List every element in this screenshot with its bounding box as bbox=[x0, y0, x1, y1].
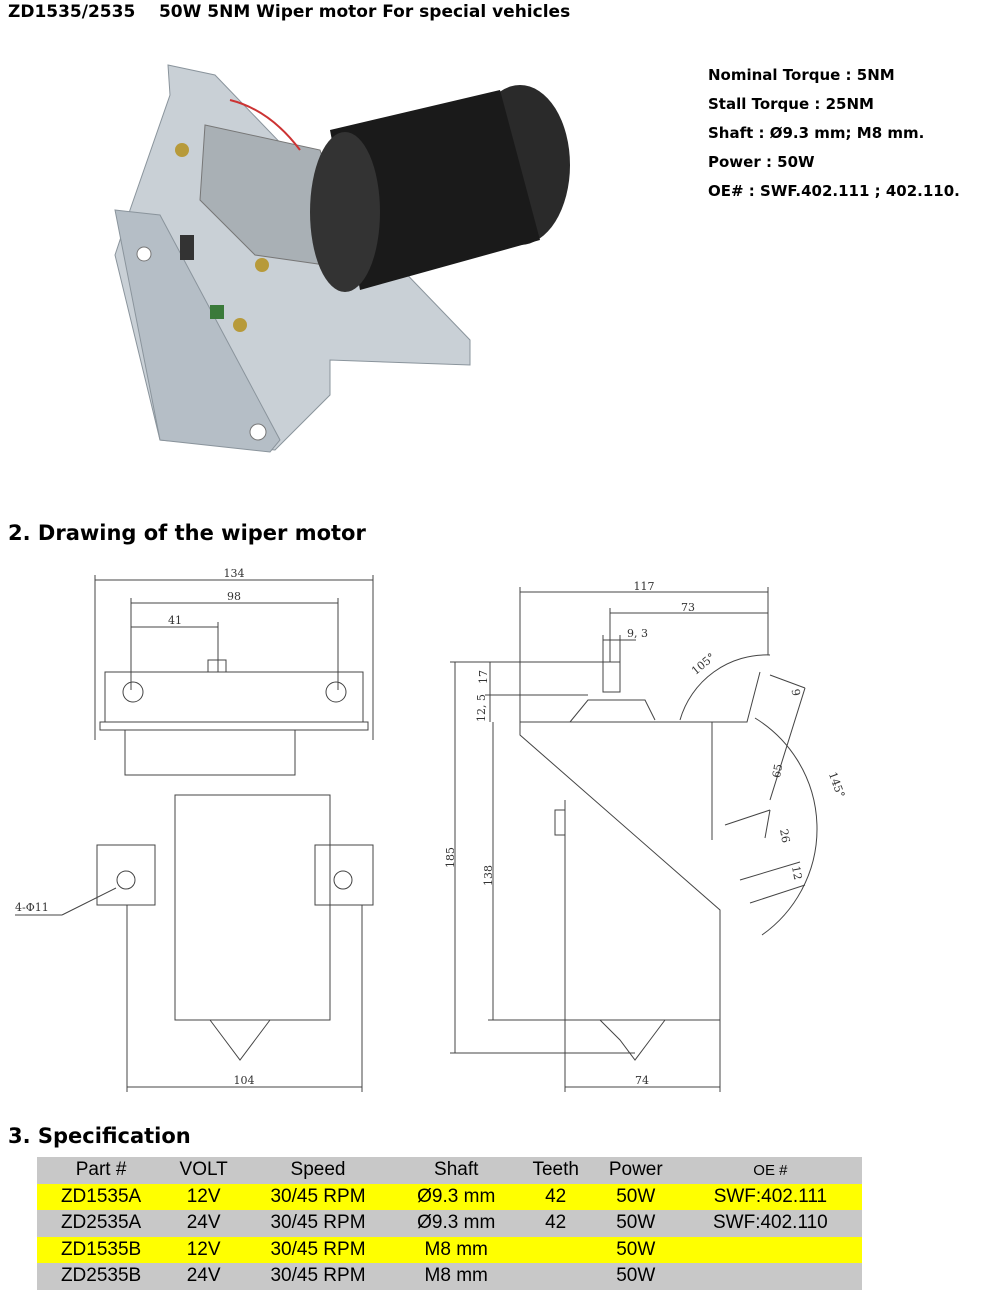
header-cell: Power bbox=[608, 1159, 663, 1181]
cell bbox=[519, 1263, 593, 1290]
cell: ZD1535A bbox=[60, 1185, 142, 1207]
dim-holes: 4-Φ11 bbox=[15, 901, 49, 914]
header-cell: Teeth bbox=[532, 1159, 579, 1181]
spec-nominal-torque: Nominal Torque : 5NM bbox=[708, 66, 895, 84]
header-cell: Part # bbox=[75, 1159, 127, 1181]
cell: 30/45 RPM bbox=[270, 1238, 366, 1260]
cell: 50W bbox=[616, 1185, 656, 1207]
dim-73: 73 bbox=[681, 601, 695, 614]
table-row: ZD2535B 24V 30/45 RPM M8 mm 50W bbox=[37, 1263, 862, 1290]
table-header-row: Part # VOLT Speed Shaft Teeth Power OE # bbox=[37, 1157, 862, 1184]
cell: SWF:402.111 bbox=[713, 1185, 828, 1207]
angle-105: 105° bbox=[689, 651, 718, 678]
dim-26: 26 bbox=[777, 828, 792, 844]
dim-shaft: 9, 3 bbox=[627, 627, 648, 640]
cell: M8 mm bbox=[424, 1238, 488, 1260]
cell: ZD2535B bbox=[60, 1265, 142, 1287]
dim-12: 12 bbox=[789, 865, 804, 881]
cell: 24V bbox=[186, 1265, 221, 1287]
dim-74: 74 bbox=[635, 1074, 649, 1087]
dim-65: 65 bbox=[770, 763, 785, 779]
spec-table: Part # VOLT Speed Shaft Teeth Power OE #… bbox=[37, 1157, 862, 1290]
spec-heading: 3. Specification bbox=[8, 1124, 191, 1148]
drawing-heading: 2. Drawing of the wiper motor bbox=[8, 521, 366, 545]
page-title: ZD1535/2535 50W 5NM Wiper motor For spec… bbox=[8, 2, 571, 22]
front-view-drawing bbox=[15, 575, 374, 1092]
cell: 12V bbox=[186, 1185, 221, 1207]
cell bbox=[679, 1263, 862, 1290]
cell: Ø9.3 mm bbox=[417, 1212, 496, 1234]
cell: 24V bbox=[186, 1212, 221, 1234]
cell: 50W bbox=[616, 1265, 656, 1287]
table-row: ZD1535A 12V 30/45 RPM Ø9.3 mm 42 50W SWF:402.1… bbox=[37, 1183, 862, 1210]
dim-138: 138 bbox=[482, 865, 495, 886]
dim-185: 185 bbox=[444, 847, 457, 868]
header-cell: VOLT bbox=[179, 1159, 228, 1181]
cell: Ø9.3 mm bbox=[417, 1185, 496, 1207]
cell bbox=[519, 1237, 593, 1264]
key-specs: Nominal Torque : 5NM Stall Torque : 25NM… bbox=[708, 64, 960, 209]
header-cell: Speed bbox=[290, 1159, 346, 1181]
spec-power: Power : 50W bbox=[708, 153, 815, 171]
cell bbox=[679, 1237, 862, 1264]
dim-17: 17 bbox=[477, 670, 490, 684]
dim-41: 41 bbox=[168, 614, 182, 627]
dim-104: 104 bbox=[234, 1074, 255, 1087]
dim-98: 98 bbox=[227, 590, 241, 603]
cell: 42 bbox=[545, 1212, 567, 1234]
header-cell: OE # bbox=[753, 1161, 788, 1179]
cell: M8 mm bbox=[424, 1265, 488, 1287]
cell: SWF:402.110 bbox=[712, 1212, 828, 1234]
cell: 50W bbox=[616, 1238, 656, 1260]
dim-9: 9 bbox=[789, 688, 803, 697]
dim-134: 134 bbox=[224, 567, 245, 580]
motor-photo bbox=[114, 64, 570, 453]
cell: 30/45 RPM bbox=[270, 1185, 366, 1207]
dim-117: 117 bbox=[634, 580, 655, 593]
header-cell: Shaft bbox=[434, 1159, 479, 1181]
cell: ZD2535A bbox=[60, 1212, 142, 1234]
cell: ZD1535B bbox=[60, 1238, 142, 1260]
spec-oe: OE# : SWF.402.111 ; 402.110. bbox=[708, 182, 960, 200]
spec-shaft: Shaft : Ø9.3 mm; M8 mm. bbox=[708, 124, 925, 142]
cell: 42 bbox=[545, 1185, 567, 1207]
table-row: ZD1535B 12V 30/45 RPM M8 mm 50W bbox=[37, 1236, 862, 1264]
cell: 12V bbox=[186, 1238, 221, 1260]
side-view-drawing bbox=[450, 587, 818, 1092]
angle-145: 145° bbox=[826, 770, 847, 799]
dim-12-5: 12, 5 bbox=[475, 694, 488, 722]
cell: 30/45 RPM bbox=[270, 1265, 366, 1287]
cell: 30/45 RPM bbox=[270, 1212, 366, 1234]
table-row: ZD2535A 24V 30/45 RPM Ø9.3 mm 42 50W SWF:402.1… bbox=[37, 1210, 862, 1237]
cell: 50W bbox=[616, 1212, 656, 1234]
spec-stall-torque: Stall Torque : 25NM bbox=[708, 95, 874, 113]
